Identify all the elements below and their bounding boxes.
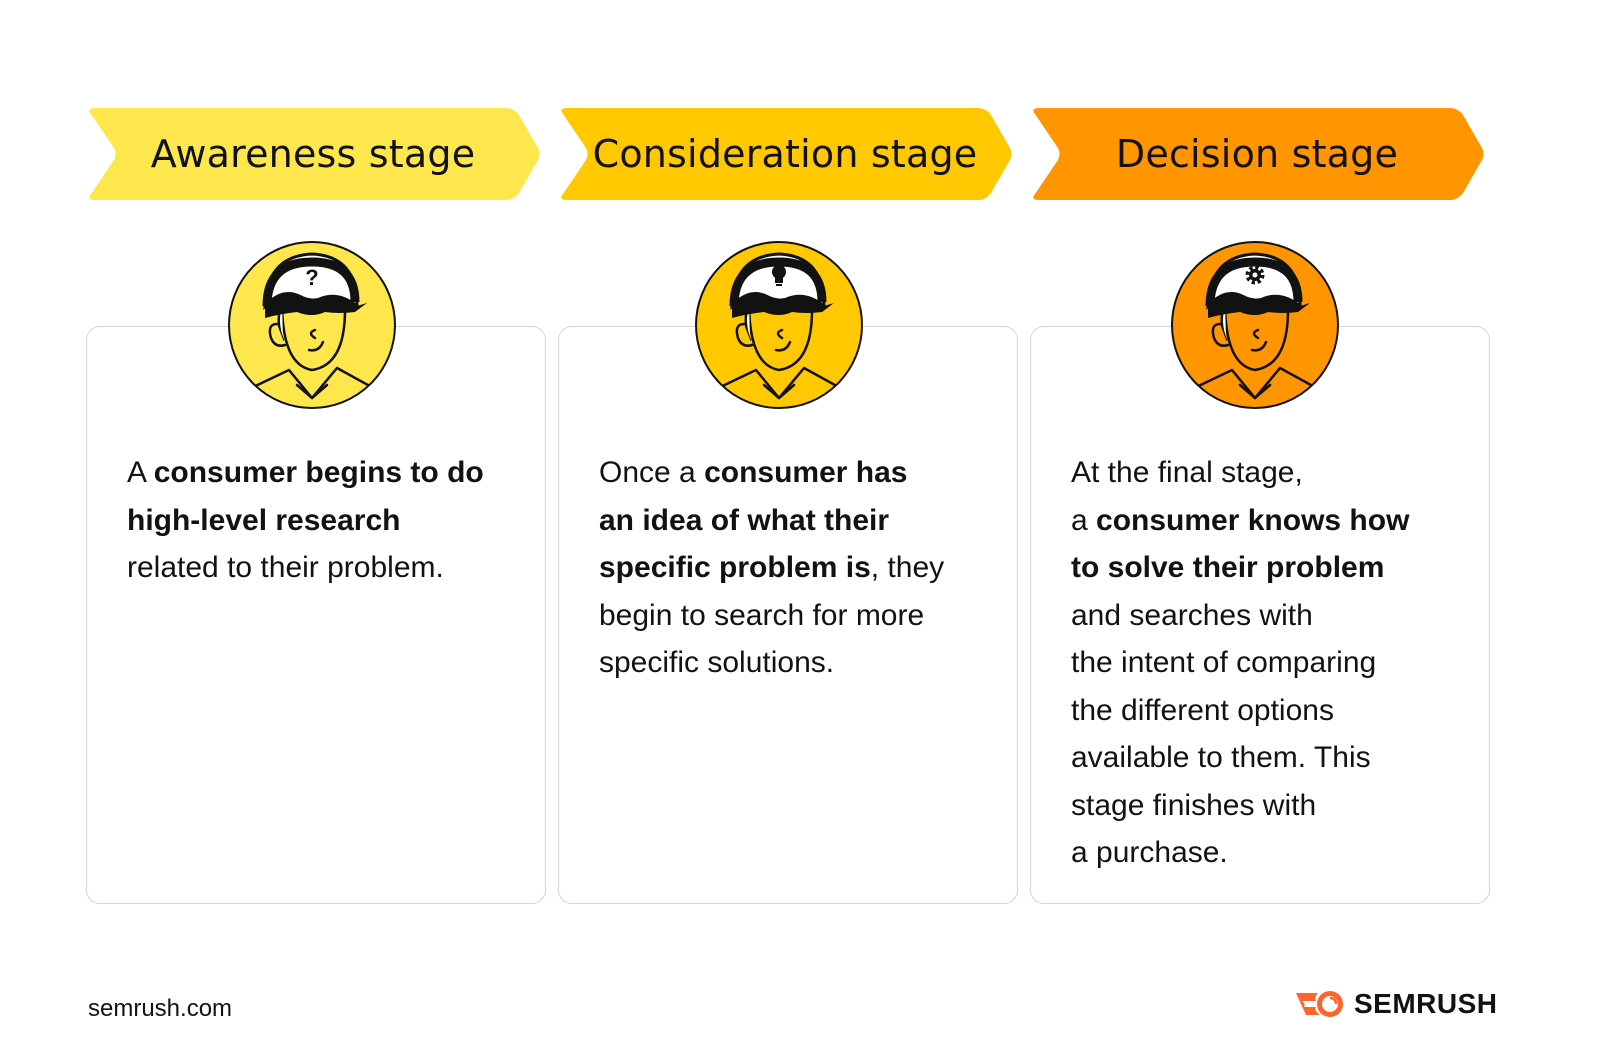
description-line: a purchase. <box>1071 829 1459 877</box>
consumer-avatar-question-icon: ? <box>228 241 396 409</box>
description-line: At the final stage, <box>1071 449 1459 497</box>
body-text: , they <box>870 551 945 584</box>
body-text: the different options <box>1071 693 1334 727</box>
body-text: available to them. This <box>1071 741 1371 774</box>
emphasis-text: consumer has <box>704 456 908 489</box>
body-text: and searches with <box>1071 598 1313 632</box>
stage-banner-awareness: Awareness stage <box>86 108 540 200</box>
body-text: stage finishes with <box>1071 788 1317 822</box>
brand-wordmark: SEMRUSH <box>1354 988 1498 1019</box>
semrush-fireball-icon <box>1296 991 1343 1017</box>
chevron-banner-shape <box>561 108 1012 200</box>
footer-url: semrush.com <box>88 995 233 1022</box>
description-line: a consumer knows how <box>1071 497 1459 545</box>
body-text: At the final stage, <box>1071 456 1303 489</box>
stage-title: Consideration stage <box>592 132 978 176</box>
consumer-avatar-lightbulb-icon <box>695 241 863 409</box>
description-line: begin to search for more <box>599 592 987 640</box>
stage-card-awareness: A consumer begins to do high-level resear… <box>86 326 546 904</box>
emphasis-text: specific problem is <box>599 551 871 584</box>
stage-card-decision: At the final stage, a consumer knows how t… <box>1030 326 1490 904</box>
description-line: and searches with <box>1071 592 1459 640</box>
stage-banner-decision: Decision stage <box>1030 108 1484 200</box>
description-line: available to them. This <box>1071 734 1459 782</box>
body-text: begin to search for more <box>599 598 925 632</box>
stage-description: At the final stage, a consumer knows how t… <box>1071 449 1459 877</box>
body-text: a purchase. <box>1071 836 1228 869</box>
description-line: to solve their problem <box>1071 544 1459 592</box>
emphasis-text: an idea of what their <box>599 503 890 537</box>
gear-icon <box>1245 265 1265 285</box>
description-line: an idea of what their <box>599 497 987 545</box>
description-line: Once a consumer has <box>599 449 987 497</box>
lightbulb-icon <box>772 265 786 286</box>
body-text: the intent of comparing <box>1071 646 1377 679</box>
stage-title: Awareness stage <box>150 132 476 176</box>
emphasis-text: consumer begins to do <box>153 456 484 489</box>
svg-text:?: ? <box>305 265 318 290</box>
description-line: specific solutions. <box>599 639 987 687</box>
emphasis-text: consumer knows how <box>1096 503 1410 537</box>
description-line: stage finishes with <box>1071 782 1459 830</box>
description-line: specific problem is, they <box>599 544 987 592</box>
body-text: specific solutions. <box>599 646 835 679</box>
description-line: related to their problem. <box>127 544 515 592</box>
description-line: the intent of comparing <box>1071 639 1459 687</box>
body-text: Once a <box>599 456 705 489</box>
body-text: a <box>1071 503 1097 537</box>
consumer-avatar-gear-icon <box>1171 241 1339 409</box>
emphasis-text: high-level research <box>127 503 401 537</box>
description-line: the different options <box>1071 687 1459 735</box>
description-line: A consumer begins to do <box>127 449 515 497</box>
stage-banner-consideration: Consideration stage <box>558 108 1012 200</box>
description-line: high-level research <box>127 497 515 545</box>
stage-description: A consumer begins to do high-level resear… <box>127 449 515 592</box>
body-text: related to their problem. <box>127 551 444 584</box>
chevron-banner-shape <box>89 108 540 200</box>
emphasis-text: to solve their problem <box>1071 551 1385 584</box>
body-text: A <box>127 456 154 489</box>
stage-description: Once a consumer has an idea of what their… <box>599 449 987 687</box>
semrush-logo: SEMRUSH <box>1296 988 1498 1020</box>
stage-title: Decision stage <box>1115 132 1399 176</box>
chevron-banner-shape <box>1033 108 1484 200</box>
stage-card-consideration: Once a consumer has an idea of what their… <box>558 326 1018 904</box>
